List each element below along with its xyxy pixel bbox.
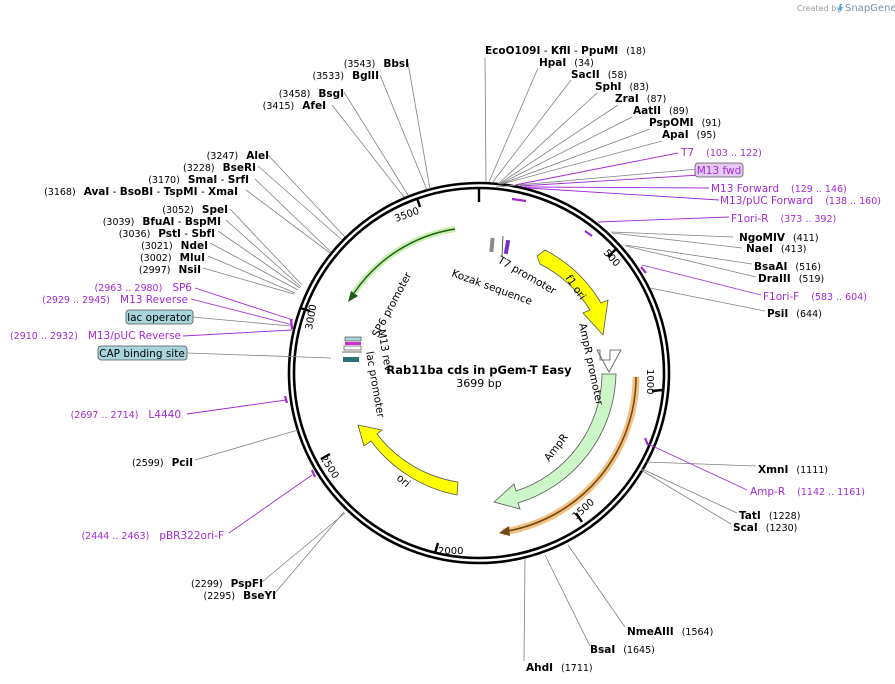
enzyme-label: NmeAIII(1564): [627, 626, 713, 638]
primer-label: (2444 .. 2463)pBR322ori-F: [81, 530, 224, 542]
kozak-tick: [501, 235, 504, 257]
primer-leader-lines: [182, 152, 762, 534]
enzyme-label: ApaI(95): [662, 129, 716, 141]
cap-binding-label: CAP binding site: [99, 348, 185, 360]
map-center-title: Rab11ba cds in pGem-T Easy 3699 bp: [386, 363, 572, 390]
enzyme-labels-bottom: NmeAIII(1564) BsaI(1645) AhdI(1711) (229…: [132, 457, 713, 674]
enzyme-label: (3228)BseRI: [183, 162, 256, 174]
enzyme-label: (3247)AleI: [207, 150, 269, 162]
enzyme-label: TatI(1228): [739, 510, 800, 522]
cap-binding-box: [97, 345, 188, 361]
enzyme-label: (3002)MluI: [140, 252, 205, 264]
backbone-inner-ring: [292, 186, 666, 560]
feature-box-lines: [186, 168, 699, 359]
lac-operator-mark: [344, 336, 362, 342]
primer-label: (2910 .. 2932)M13/pUC Reverse: [10, 330, 181, 342]
enzyme-label: BsaAI(516): [754, 261, 821, 273]
enzyme-label: PspOMI(91): [649, 117, 721, 129]
primer-label: M13/pUC Forward(138 .. 160): [720, 195, 881, 207]
feature-label-sp6-promoter: SP6 promoter: [370, 270, 415, 340]
enzyme-label: DraIII(519): [758, 273, 824, 285]
tick-label: 2000: [438, 546, 463, 557]
enzyme-label: (3052)SpeI: [162, 204, 228, 216]
ampr-arrow: [493, 373, 617, 510]
primer-label: Amp-R(1142 .. 1161): [750, 486, 865, 498]
t7-promoter-mark: [489, 237, 495, 253]
leader-lines: [194, 57, 766, 662]
enzyme-label: (2599)PciI: [132, 457, 193, 469]
enzyme-label: (3415)AfeI: [263, 100, 326, 112]
enzyme-label: (3039)BfuAI - BspMI: [103, 216, 221, 228]
backbone: [287, 181, 671, 565]
f1-ori-arrow: [536, 249, 609, 336]
m13-fwd-box: [694, 162, 744, 178]
feature-label-ampr-promoter: AmpR promoter: [576, 322, 605, 407]
ampr-glow-arrow: [499, 526, 510, 536]
tick-label: 1000: [644, 369, 655, 394]
credit-prefix: Created by: [797, 4, 841, 13]
enzyme-label: (3168)AvaI - BsoBI - TspMI - XmaI: [44, 186, 238, 198]
ori-arrow: [357, 424, 459, 496]
enzyme-label: PsiI(644): [767, 308, 822, 320]
enzyme-label: (3170)SmaI - SrfI: [148, 174, 249, 186]
lac-operator-box: [125, 309, 194, 325]
primer-label: (2697 .. 2714)L4440: [71, 409, 181, 421]
primer-marks: [283, 197, 650, 478]
enzyme-label: NaeI(413): [746, 243, 806, 255]
enzyme-label: (2997)NsiI: [139, 264, 201, 276]
backbone-outer-ring: [287, 181, 671, 565]
map-length: 3699 bp: [456, 377, 501, 390]
enzyme-label: (3036)PstI - SbfI: [119, 228, 215, 240]
enzyme-label: EcoO109I - KflI - PpuMI(18): [485, 45, 646, 57]
enzyme-label: XmnI(1111): [758, 464, 828, 476]
enzyme-label: ScaI(1230): [733, 522, 797, 534]
snapgene-credit: Created by SnapGene: [797, 3, 895, 14]
sp6-promoter-head: [348, 291, 358, 302]
primer-labels: T7(103 .. 122) M13 Forward(129 .. 146) M…: [10, 147, 881, 542]
enzyme-labels-top: EcoO109I - KflI - PpuMI(18) HpaI(34) Sac…: [485, 45, 721, 141]
lac-promoter-mark: [343, 345, 362, 351]
enzyme-label: (3458)BsgI: [279, 88, 344, 100]
sp6-promoter-core: [353, 228, 456, 294]
enzyme-label: (3543)BbsI: [344, 58, 409, 70]
primer-label: (2929 .. 2945)M13 Reverse: [42, 294, 188, 306]
enzyme-label: (3533)BglII: [312, 70, 379, 82]
credit-brand: SnapGene: [845, 3, 895, 14]
lac-operator-label: lac operator: [127, 312, 191, 324]
primer-label: F1ori-R(373 .. 392): [731, 213, 836, 225]
enzyme-labels-left: (2997)NsiI (3002)MluI (3021)NdeI (3036)P…: [44, 58, 409, 276]
enzyme-label: NgoMIV(411): [739, 232, 819, 244]
tick-label: 3000: [304, 304, 319, 331]
primer-label: M13 Forward(129 .. 146): [711, 183, 847, 195]
ampr-promoter-arrow: [596, 349, 622, 373]
enzyme-label: AatII(89): [633, 105, 689, 117]
ampr-glow-core: [507, 376, 637, 532]
enzyme-label: SphI(83): [595, 81, 649, 93]
snapgene-logo-icon: [838, 4, 843, 14]
tick-label: 3500: [393, 206, 421, 225]
enzyme-label: (3021)NdeI: [141, 240, 208, 252]
tick-marks: [299, 189, 663, 554]
primer-label: (2963 .. 2980)SP6: [94, 282, 192, 294]
m13-fwd-label: M13 fwd: [697, 165, 742, 177]
enzyme-labels-right: NgoMIV(411) NaeI(413) BsaAI(516) DraIII(…: [733, 232, 828, 534]
primer-label: F1ori-F(583 .. 604): [763, 291, 867, 303]
cap-site-mark: [343, 357, 359, 362]
map-title: Rab11ba cds in pGem-T Easy: [386, 363, 572, 377]
m13-rev-mark: [345, 342, 361, 345]
feature-label-ampr: AmpR: [542, 432, 571, 464]
kozak-mark: [503, 239, 511, 255]
enzyme-label: (2295)BseYI: [204, 590, 276, 602]
features: [342, 226, 640, 536]
boxed-labels: M13 fwd lac operator CAP binding site: [97, 162, 744, 361]
enzyme-label: HpaI(34): [539, 57, 594, 69]
enzyme-label: BsaI(1645): [590, 644, 655, 656]
enzyme-label: AhdI(1711): [526, 662, 593, 674]
enzyme-label: SacII(58): [571, 69, 627, 81]
primer-label: T7(103 .. 122): [680, 147, 762, 159]
enzyme-label: (2299)PspFI: [191, 578, 263, 590]
enzyme-label: ZraI(87): [615, 93, 666, 105]
